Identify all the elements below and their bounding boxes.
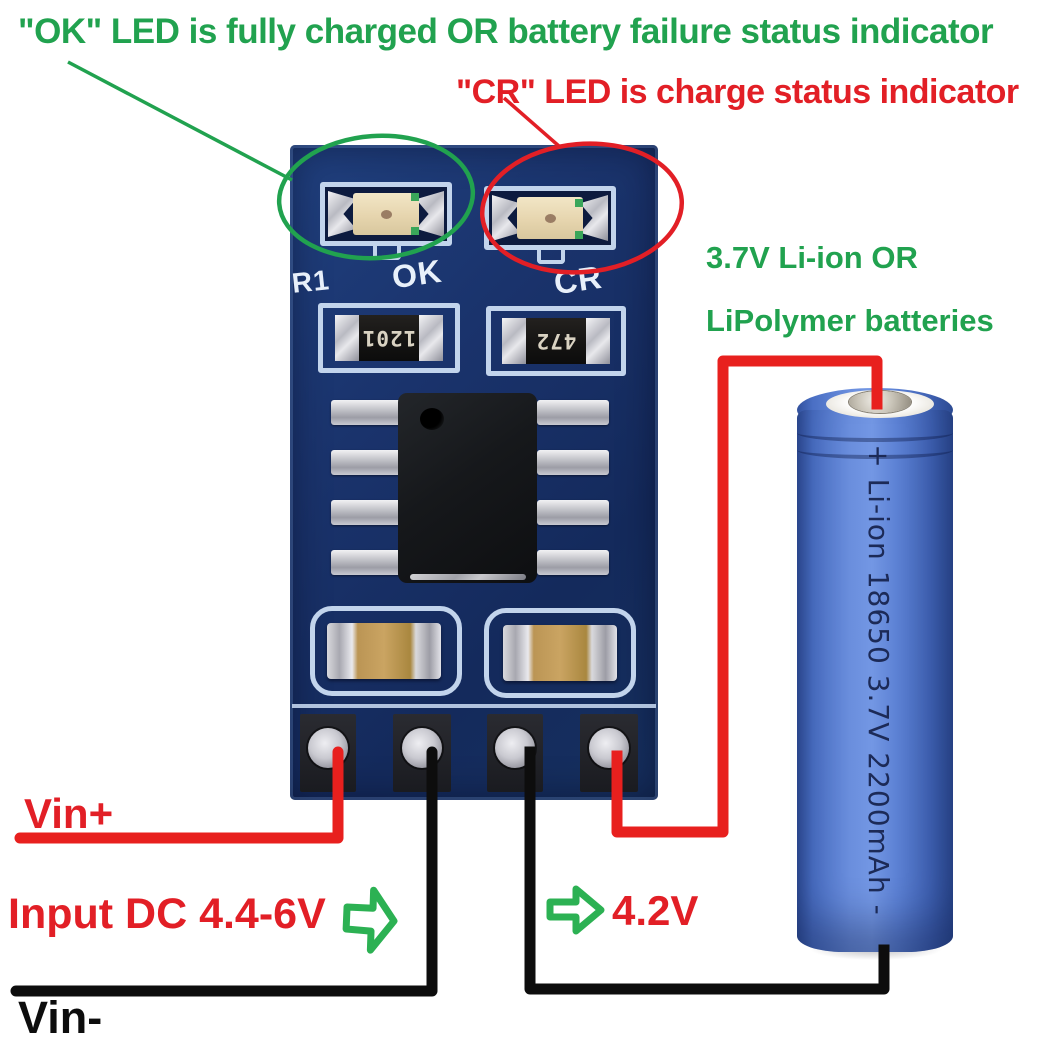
- ic-pin-8: [537, 400, 609, 425]
- arrow-right-icon: [342, 886, 398, 954]
- resistor2: 472: [502, 318, 610, 364]
- ic-pin-7: [537, 450, 609, 475]
- cr-led-pad-right: [580, 195, 608, 241]
- silkscreen-separator-line: [292, 704, 656, 708]
- ok-led-footprint: [320, 182, 452, 246]
- vin-minus-label: Vin-: [18, 992, 103, 1043]
- ok-led: [353, 193, 419, 235]
- pad-bat-minus: [487, 714, 543, 792]
- ic-pin-6: [537, 500, 609, 525]
- battery-type-text-line2: LiPolymer batteries: [706, 303, 994, 338]
- cr-led-annotation-text: "CR" LED is charge status indicator: [456, 73, 1019, 111]
- input-dc-label: Input DC 4.4-6V: [8, 890, 326, 938]
- vin-plus-label: Vin+: [24, 790, 114, 837]
- pad-vin-plus: [300, 714, 356, 792]
- resistor1: 1201: [335, 315, 443, 361]
- cr-led-silk-stub: [537, 250, 565, 264]
- cr-silkscreen-label: CR: [551, 258, 605, 302]
- ok-silkscreen-label: OK: [389, 252, 445, 296]
- ic-pin-5: [537, 550, 609, 575]
- ok-led-pad-right: [416, 191, 444, 237]
- capacitor1: [327, 623, 441, 679]
- pad-vin-minus: [393, 714, 451, 792]
- resistor2-code: 472: [535, 329, 577, 353]
- cr-led-pad-left: [492, 195, 520, 241]
- ic-pin-4: [331, 550, 401, 575]
- pad-bat-plus: [580, 714, 638, 792]
- output-voltage-label: 4.2V: [612, 887, 699, 934]
- charger-ic: [398, 393, 537, 583]
- battery-type-text-line1: 3.7V Li-ion OR: [706, 240, 918, 275]
- r1-silkscreen-label: R1: [290, 264, 332, 299]
- capacitor2-footprint: [484, 608, 636, 698]
- ok-led-pad-left: [328, 191, 356, 237]
- ok-callout-line: [67, 60, 293, 182]
- resistor1-footprint: 1201: [318, 303, 460, 373]
- ic-pin-1: [331, 400, 401, 425]
- capacitor1-footprint: [310, 606, 462, 696]
- ic-pin-3: [331, 500, 401, 525]
- ic-pin1-dot: [420, 408, 444, 430]
- cr-led-footprint: [484, 186, 616, 250]
- capacitor2: [503, 625, 617, 681]
- ic-bottom-reflection: [410, 574, 526, 580]
- ic-pin-2: [331, 450, 401, 475]
- cr-led: [517, 197, 583, 239]
- charger-module-pcb: R1 OK CR 1201 472: [290, 145, 658, 800]
- resistor1-code: 1201: [361, 326, 417, 350]
- battery-print-text: + Li-ion 18650 3.7V 2200mAh -: [862, 444, 895, 916]
- arrow-right-icon: [546, 885, 605, 935]
- ok-led-annotation-text: "OK" LED is fully charged OR battery fai…: [18, 12, 994, 51]
- resistor2-footprint: 472: [486, 306, 626, 376]
